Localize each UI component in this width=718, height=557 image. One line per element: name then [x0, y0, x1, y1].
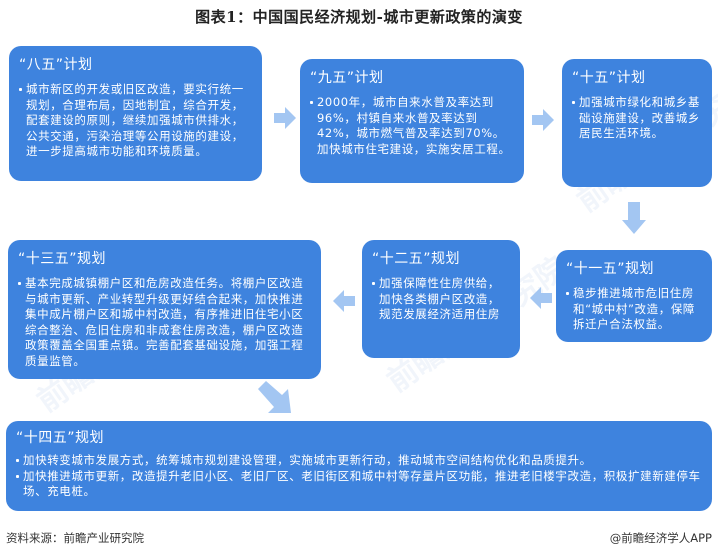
source-note: 资料来源：前瞻产业研究院	[6, 531, 144, 545]
stage-box-13th-plan: “十三五”规划 基本完成城镇棚户区和危房改造任务。将棚户区改造与城市更新、产业转…	[8, 240, 321, 379]
stage-box-11th-plan: “十一五”规划 稳步推进城市危旧住房和“城中村”改造，保障拆迁户合法权益。	[556, 250, 712, 342]
stage-title: “十三五”规划	[18, 251, 107, 267]
stage-box-8th-plan: “八五”计划 城市新区的开发或旧区改造，要实行统一规划，合理布局，因地制宜，综合…	[9, 46, 262, 181]
stage-bullet: 加强保障性住房供给，加快各类棚户区改造，规范发展经济适用住房	[372, 276, 510, 323]
stage-title: “十一五”规划	[566, 261, 655, 277]
stage-bullet: 加快转变城市发展方式，统筹城市规划建设管理，实施城市更新行动，推动城市空间结构优…	[16, 453, 702, 469]
arrow-right-icon	[532, 109, 554, 131]
stage-bullet: 稳步推进城市危旧住房和“城中村”改造，保障拆迁户合法权益。	[566, 286, 702, 333]
arrow-left-icon	[333, 290, 355, 312]
arrow-down-icon	[622, 202, 646, 234]
stage-title: “十五”计划	[572, 70, 646, 86]
stage-bullet: 城市新区的开发或旧区改造，要实行统一规划，合理布局，因地制宜，综合开发，配套建设…	[19, 82, 252, 160]
arrow-down-right-icon	[258, 381, 291, 413]
stage-title: “十四五”规划	[16, 430, 105, 446]
arrow-left-icon	[530, 287, 552, 309]
arrow-right-icon	[274, 107, 296, 129]
stage-bullet: 加快推进城市更新，改造提升老旧小区、老旧厂区、老旧街区和城中村等存量片区功能，推…	[16, 469, 702, 500]
stage-box-14th-plan: “十四五”规划 加快转变城市发展方式，统筹城市规划建设管理，实施城市更新行动，推…	[6, 421, 712, 511]
figure-title: 图表1：中国国民经济规划-城市更新政策的演变	[195, 8, 523, 26]
stage-title: “九五”计划	[310, 70, 384, 86]
stage-box-10th-plan: “十五”计划 加强城市绿化和城乡基础设施建设，改善城乡居民生活环境。	[562, 59, 712, 187]
stage-bullet: 2000年，城市自来水普及率达到96%，村镇自来水普及率达到42%，城市燃气普及…	[310, 95, 514, 157]
stage-title: “十二五”规划	[372, 251, 461, 267]
stage-bullet: 加强城市绿化和城乡基础设施建设，改善城乡居民生活环境。	[572, 95, 702, 142]
stage-bullet: 基本完成城镇棚户区和危房改造任务。将棚户区改造与城市更新、产业转型升级更好结合起…	[18, 276, 311, 369]
stage-box-12th-plan: “十二五”规划 加强保障性住房供给，加快各类棚户区改造，规范发展经济适用住房	[362, 240, 520, 358]
credit-note: @前瞻经济学人APP	[609, 531, 712, 545]
stage-title: “八五”计划	[19, 57, 93, 73]
stage-box-9th-plan: “九五”计划 2000年，城市自来水普及率达到96%，村镇自来水普及率达到42%…	[300, 59, 524, 183]
